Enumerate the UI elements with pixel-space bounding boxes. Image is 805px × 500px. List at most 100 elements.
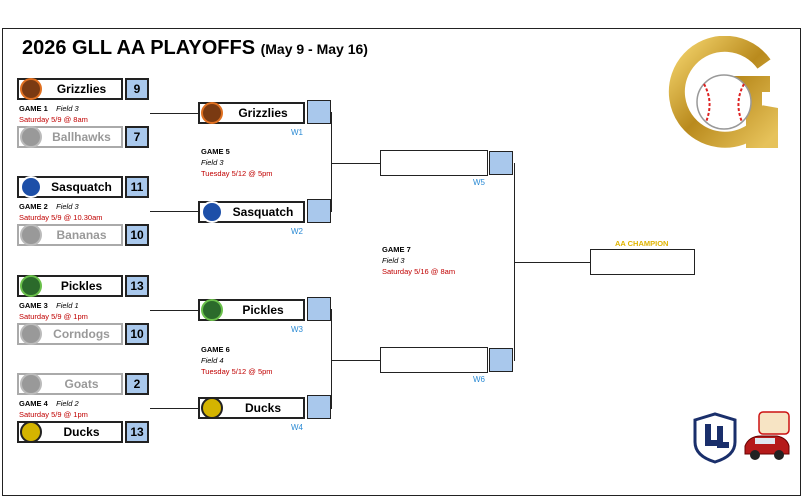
r2-ducks-score: [307, 395, 331, 419]
game5-info: GAME 5 Field 3 Tuesday 5/12 @ 5pm: [201, 146, 273, 179]
game5-label: GAME 5: [201, 147, 230, 156]
team-name: Pickles: [242, 303, 284, 317]
sasquatch-logo-icon: [20, 176, 42, 198]
title-dates: (May 9 - May 16): [260, 41, 368, 57]
team-name: Grizzlies: [238, 106, 288, 120]
team-corndogs: Corndogs: [17, 323, 123, 345]
connector-r1-3: [150, 310, 198, 311]
grizzlies-score: 9: [125, 78, 149, 100]
team-pickles: Pickles: [17, 275, 123, 297]
grizzlies-logo-icon: [20, 78, 42, 100]
connector-game7-horizontal: [514, 262, 590, 263]
r2-sasquatch-score: [307, 199, 331, 223]
goats-score: 2: [125, 373, 149, 395]
connector-game5-vertical: [331, 112, 332, 212]
game2-info: GAME 2 Field 3 Saturday 5/9 @ 10.30am: [19, 201, 103, 223]
classic-car-logo-icon: [744, 411, 790, 460]
w1-label: W1: [291, 128, 303, 137]
r2-sasquatch-logo-icon: [201, 201, 223, 223]
ducks-score: 13: [125, 421, 149, 443]
semifinal-w6-box: [380, 347, 488, 373]
champion-box: [590, 249, 695, 275]
game6-info: GAME 6 Field 4 Tuesday 5/12 @ 5pm: [201, 344, 273, 377]
w3-label: W3: [291, 325, 303, 334]
game4-info: GAME 4 Field 2 Saturday 5/9 @ 1pm: [19, 398, 88, 420]
game7-info: GAME 7 Field 3 Saturday 5/16 @ 8am: [382, 244, 455, 277]
ballhawks-score: 7: [125, 126, 149, 148]
goats-logo-icon: [20, 373, 42, 395]
team-name: Bananas: [56, 228, 107, 242]
game-date: Saturday 5/9 @ 1pm: [19, 410, 88, 419]
pickles-logo-icon: [20, 275, 42, 297]
bananas-score: 10: [125, 224, 149, 246]
ducks-logo-icon: [20, 421, 42, 443]
w6-label: W6: [473, 375, 485, 384]
connector-r1-4: [150, 408, 198, 409]
team-goats: Goats: [17, 373, 123, 395]
game-label: GAME 3: [19, 301, 48, 310]
team-name: Ducks: [244, 401, 282, 415]
team-r2-grizzlies: Grizzlies: [198, 102, 305, 124]
r2-grizzlies-score: [307, 100, 331, 124]
game-field: Field 2: [56, 399, 79, 408]
game5-date: Tuesday 5/12 @ 5pm: [201, 169, 273, 178]
w2-label: W2: [291, 227, 303, 236]
team-ballhawks: Ballhawks: [17, 126, 123, 148]
bracket-frame: [2, 28, 801, 496]
r2-grizzlies-logo-icon: [201, 102, 223, 124]
game-date: Saturday 5/9 @ 10.30am: [19, 213, 103, 222]
r2-ducks-logo-icon: [201, 397, 223, 419]
game1-info: GAME 1 Field 3 Saturday 5/9 @ 8am: [19, 103, 88, 125]
little-league-logo-icon: [693, 412, 737, 464]
semifinal-w5-score: [489, 151, 513, 175]
team-bananas: Bananas: [17, 224, 123, 246]
team-r2-pickles: Pickles: [198, 299, 305, 321]
team-r2-sasquatch: Sasquatch: [198, 201, 305, 223]
team-name: Corndogs: [53, 327, 110, 341]
team-ducks: Ducks: [17, 421, 123, 443]
ballhawks-logo-icon: [20, 126, 42, 148]
connector-game6-vertical: [331, 309, 332, 409]
game-label: GAME 4: [19, 399, 48, 408]
game6-date: Tuesday 5/12 @ 5pm: [201, 367, 273, 376]
team-r2-ducks: Ducks: [198, 397, 305, 419]
game-date: Saturday 5/9 @ 1pm: [19, 312, 88, 321]
connector-game6-horizontal: [331, 360, 380, 361]
team-name: Sasquatch: [232, 205, 294, 219]
team-name: Sasquatch: [51, 180, 112, 194]
r2-pickles-score: [307, 297, 331, 321]
page-title: 2026 GLL AA PLAYOFFS (May 9 - May 16): [22, 37, 368, 60]
gll-logo-icon: [668, 36, 778, 148]
connector-r1-1: [150, 113, 198, 114]
game7-label: GAME 7: [382, 245, 411, 254]
game7-date: Saturday 5/16 @ 8am: [382, 267, 456, 276]
champion-label: AA CHAMPION: [615, 239, 669, 248]
game-field: Field 3: [56, 104, 79, 113]
w4-label: W4: [291, 423, 303, 432]
game-date: Saturday 5/9 @ 8am: [19, 115, 88, 124]
game6-field: Field 4: [201, 356, 224, 365]
team-grizzlies: Grizzlies: [17, 78, 123, 100]
semifinal-w6-score: [489, 348, 513, 372]
bananas-logo-icon: [20, 224, 42, 246]
game5-field: Field 3: [201, 158, 224, 167]
game-label: GAME 1: [19, 104, 48, 113]
corndogs-logo-icon: [20, 323, 42, 345]
corndogs-score: 10: [125, 323, 149, 345]
w5-label: W5: [473, 178, 485, 187]
connector-game5-horizontal: [331, 163, 380, 164]
semifinal-w5-box: [380, 150, 488, 176]
team-sasquatch: Sasquatch: [17, 176, 123, 198]
team-name: Pickles: [60, 279, 103, 293]
connector-r1-2: [150, 211, 198, 212]
team-name: Ballhawks: [52, 130, 111, 144]
game-label: GAME 2: [19, 202, 48, 211]
team-name: Goats: [64, 377, 99, 391]
r2-pickles-logo-icon: [201, 299, 223, 321]
team-name: Ducks: [63, 425, 100, 439]
game-field: Field 3: [56, 202, 79, 211]
title-main: 2026 GLL AA PLAYOFFS: [22, 37, 256, 59]
sasquatch-score: 11: [125, 176, 149, 198]
game6-label: GAME 6: [201, 345, 230, 354]
game7-field: Field 3: [382, 256, 405, 265]
